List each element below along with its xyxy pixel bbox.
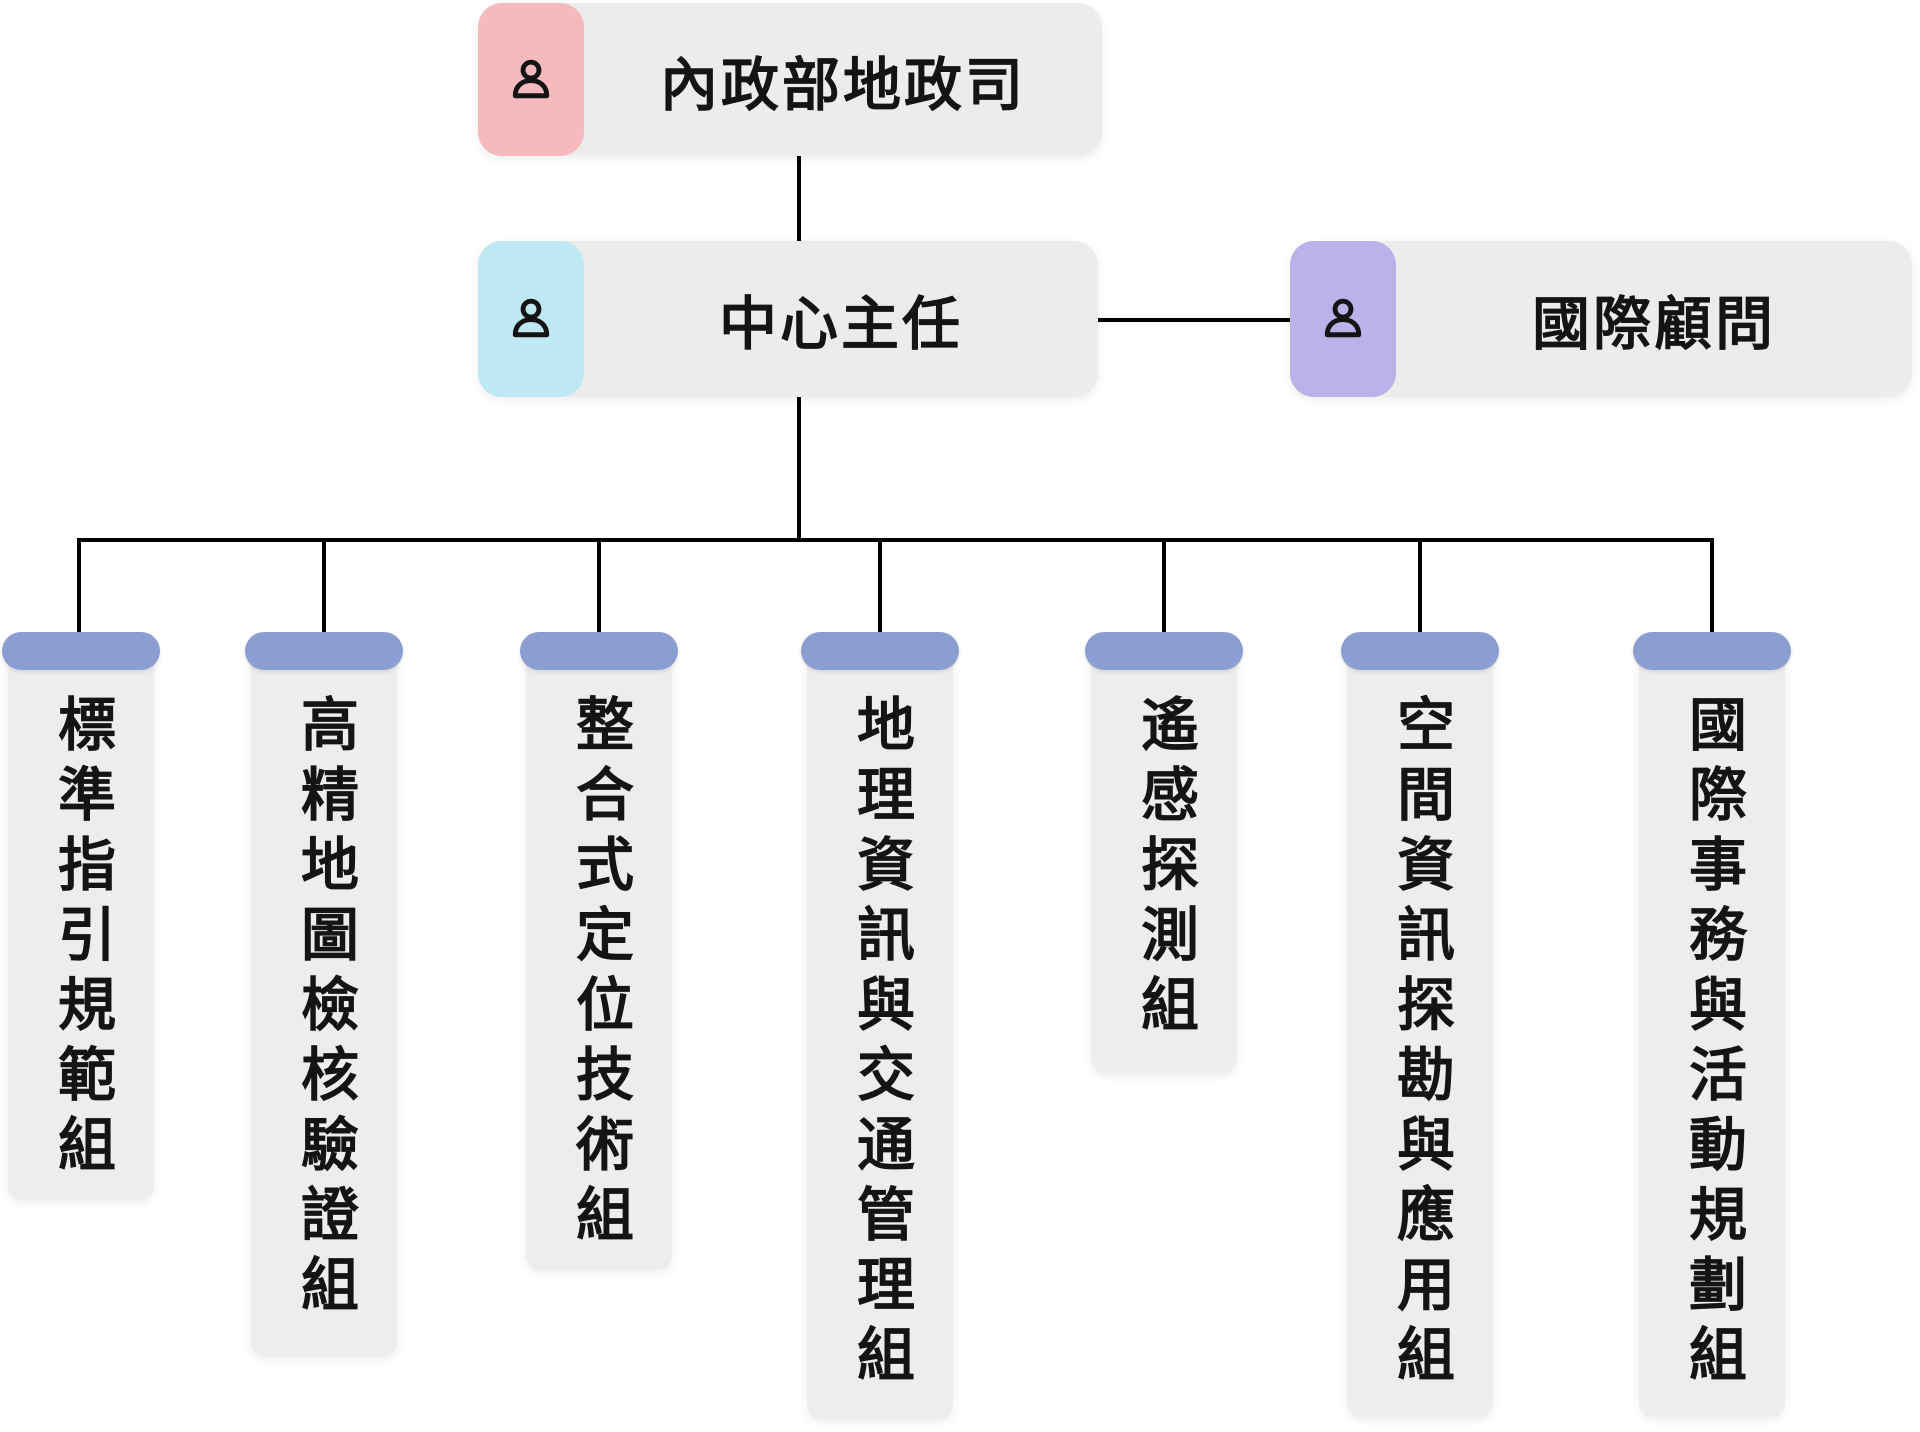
node-director: 中心主任 [478, 241, 1098, 397]
group-box-2: 高精地圖檢核驗證組 [245, 632, 403, 1357]
connector-drop-7 [1710, 538, 1714, 634]
connector-drop-3 [597, 538, 601, 634]
node-root-label: 內政部地政司 [659, 52, 1026, 118]
group-box-5: 遙感探測組 [1085, 632, 1243, 1073]
group-header [1633, 632, 1791, 670]
group-box-3: 整合式定位技術組 [520, 632, 678, 1270]
connector-director-to-bus [797, 397, 801, 540]
connector-drop-1 [77, 538, 81, 634]
group-box-7: 國際事務與活動規劃組 [1633, 632, 1791, 1417]
person-icon [1290, 241, 1396, 397]
connector-drop-2 [322, 538, 326, 634]
group-label: 整合式定位技術組 [567, 694, 632, 1254]
group-header [1341, 632, 1499, 670]
person-icon [478, 3, 584, 156]
node-director-label: 中心主任 [718, 292, 963, 357]
connector-drop-5 [1162, 538, 1166, 634]
group-label: 地理資訊與交通管理組 [848, 694, 913, 1394]
group-box-1: 標準指引規範組 [2, 632, 160, 1200]
group-header [1085, 632, 1243, 670]
group-label: 遙感探測組 [1132, 694, 1197, 1044]
group-label: 國際事務與活動規劃組 [1680, 694, 1745, 1394]
group-label: 標準指引規範組 [49, 694, 114, 1184]
connector-drop-4 [878, 538, 882, 634]
connector-drop-6 [1418, 538, 1422, 634]
connector-director-to-advisor [1098, 318, 1290, 322]
group-label: 高精地圖檢核驗證組 [292, 694, 357, 1324]
group-header [2, 632, 160, 670]
group-header [801, 632, 959, 670]
node-root: 內政部地政司 [478, 3, 1102, 156]
group-header [520, 632, 678, 670]
group-header [245, 632, 403, 670]
node-advisor-label: 國際顧問 [1531, 292, 1776, 357]
group-label: 空間資訊探勘與應用組 [1388, 694, 1453, 1394]
connector-root-to-director [797, 156, 801, 241]
connector-bus [77, 538, 1714, 542]
person-icon [478, 241, 584, 397]
group-box-6: 空間資訊探勘與應用組 [1341, 632, 1499, 1417]
group-box-4: 地理資訊與交通管理組 [801, 632, 959, 1420]
node-advisor: 國際顧問 [1290, 241, 1912, 397]
